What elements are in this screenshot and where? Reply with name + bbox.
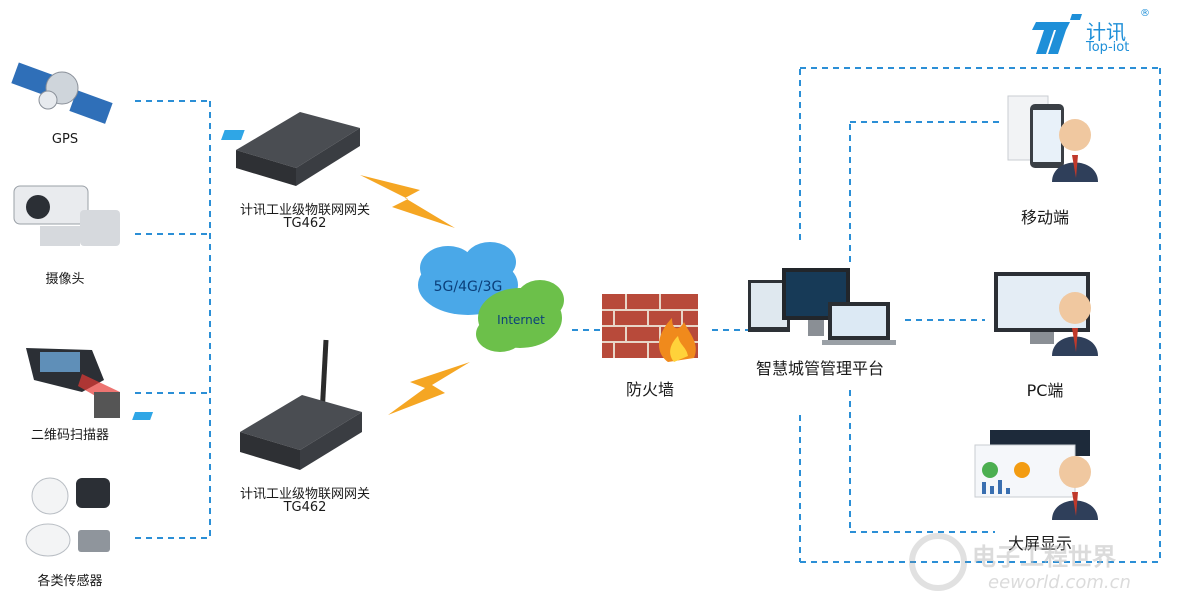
gateway-bottom-name: 计讯工业级物联网网关 [239, 487, 370, 502]
firewall-label: 防火墙 [625, 380, 674, 399]
cloud-icon [418, 242, 564, 352]
mobile-client-label: 移动端 [1020, 208, 1069, 227]
person-pc-icon [1052, 292, 1098, 356]
gps-label: GPS [51, 132, 79, 147]
gateway-bottom-model: TG462 [283, 500, 327, 515]
topiot-logo-icon [1032, 14, 1082, 54]
bigscreen-client-label: 大屏显示 [1007, 534, 1072, 553]
watermark-logo-icon [909, 533, 967, 591]
lightning-bottom-icon [388, 362, 470, 415]
watermark-cn: 电子工程世界 [972, 543, 1116, 571]
gateway-top-name: 计讯工业级物联网网关 [239, 203, 370, 218]
person-mobile-icon [1052, 119, 1098, 182]
logo-brand-en: Top-iot [1086, 40, 1130, 55]
gateway-top-model: TG462 [283, 216, 327, 231]
platform-devices-icon [748, 268, 896, 345]
platform-label: 智慧城管管理平台 [755, 359, 884, 378]
mobile-client-icon [1007, 95, 1064, 168]
firewall-icon [602, 294, 698, 362]
satellite-icon [11, 62, 113, 124]
scanner-icon [26, 348, 120, 418]
pc-client-label: PC端 [1026, 381, 1064, 400]
gateway-top-icon [221, 112, 360, 186]
gateway-bottom-icon [132, 339, 362, 470]
logo-brand-cn: 计讯 [1086, 20, 1126, 44]
cloud-networks-label: 5G/4G/3G [433, 279, 503, 295]
sensors-icon [25, 477, 110, 557]
lightning-top-icon [360, 175, 455, 228]
camera-icon [13, 185, 120, 246]
scanner-label: 二维码扫描器 [30, 428, 109, 443]
cloud-internet-label: Internet [497, 313, 545, 327]
logo-reg-mark: ® [1140, 8, 1150, 19]
bigscreen-client-icon [974, 430, 1090, 498]
camera-label: 摄像头 [45, 272, 85, 287]
person-bigscreen-icon [1052, 456, 1098, 520]
sensors-label: 各类传感器 [37, 574, 103, 589]
watermark-url: eeworld.com.cn [988, 572, 1131, 593]
